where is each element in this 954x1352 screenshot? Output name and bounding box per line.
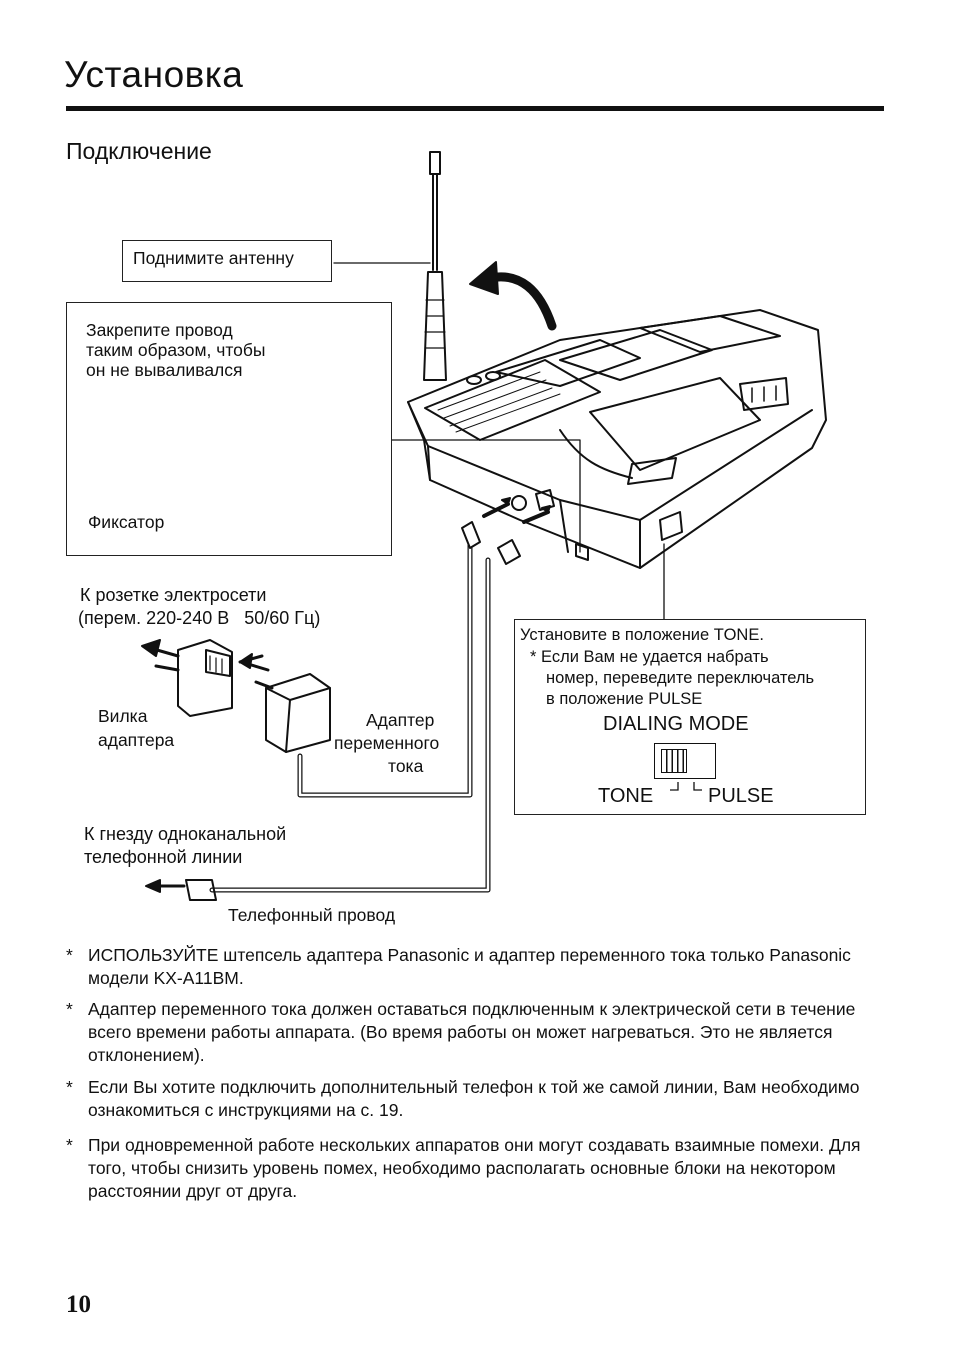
note-text: Если Вы хотите подключить дополнительный… xyxy=(88,1077,860,1120)
tone-instruction-line3: номер, переведите переключатель xyxy=(546,669,815,687)
note-bullet: * xyxy=(66,1077,73,1097)
page-title: Установка xyxy=(64,54,244,95)
title-rule xyxy=(66,106,884,111)
adapter-label-line3: тока xyxy=(388,756,424,776)
note-bullet: * xyxy=(66,1135,73,1155)
secure-cord-instruction-line2: таким образом, чтобы xyxy=(86,340,266,360)
cord-holder-detail-box xyxy=(66,302,392,556)
page-number: 10 xyxy=(66,1291,91,1318)
cord-label: Телефонный провод xyxy=(228,905,396,925)
jack-label-line2: телефонной линии xyxy=(84,847,243,867)
tone-instruction-line2: * Если Вам не удается набрать xyxy=(530,648,769,666)
note-text: ИСПОЛЬЗУЙТЕ штепсель адаптера Panasonic … xyxy=(88,945,851,988)
plug-label-line1: Вилка xyxy=(98,706,148,726)
tone-label: TONE xyxy=(598,785,654,807)
switch-knob xyxy=(661,749,687,773)
antenna-callout: Поднимите антенну xyxy=(122,240,332,282)
pulse-label: PULSE xyxy=(708,785,774,807)
note-text: Адаптер переменного тока должен оставать… xyxy=(88,999,856,1065)
outlet-label-line2: (перем. 220-240 В 50/60 Гц) xyxy=(78,608,321,628)
plug-label-line2: адаптера xyxy=(98,730,175,750)
note-bullet: * xyxy=(66,999,73,1019)
adapter-label-line2: переменного xyxy=(334,733,440,753)
note-item: * ИСПОЛЬЗУЙТЕ штепсель адаптера Panasoni… xyxy=(66,944,896,990)
dialing-mode-title: DIALING MODE xyxy=(603,713,749,735)
ac-plug-illustration xyxy=(141,639,233,717)
secure-cord-instruction-line3: он не вываливался xyxy=(86,360,243,380)
section-title: Подключение xyxy=(66,138,212,164)
note-bullet: * xyxy=(66,945,73,965)
jack-label-line1: К гнезду одноканальной xyxy=(84,824,287,844)
adapter-label-line1: Адаптер xyxy=(366,710,435,730)
antenna-illustration xyxy=(423,151,447,381)
telephone-jack-illustration xyxy=(145,879,217,901)
mode-switch xyxy=(654,743,716,779)
tone-instruction-line4: в положение PULSE xyxy=(546,690,703,708)
base-unit-illustration xyxy=(407,309,827,569)
latch-label: Фиксатор xyxy=(88,512,165,532)
note-text: При одновременной работе нескольких аппа… xyxy=(88,1135,861,1201)
note-item: * Адаптер переменного тока должен остава… xyxy=(66,998,896,1067)
tone-instruction-line1: Установите в положение TONE. xyxy=(520,626,764,644)
secure-cord-instruction-line1: Закрепите провод xyxy=(86,320,233,340)
outlet-label-line1: К розетке электросети xyxy=(80,585,267,605)
ac-adapter-illustration xyxy=(238,653,331,753)
note-item: * При одновременной работе нескольких ап… xyxy=(66,1134,896,1203)
note-item: * Если Вы хотите подключить дополнительн… xyxy=(66,1076,896,1122)
